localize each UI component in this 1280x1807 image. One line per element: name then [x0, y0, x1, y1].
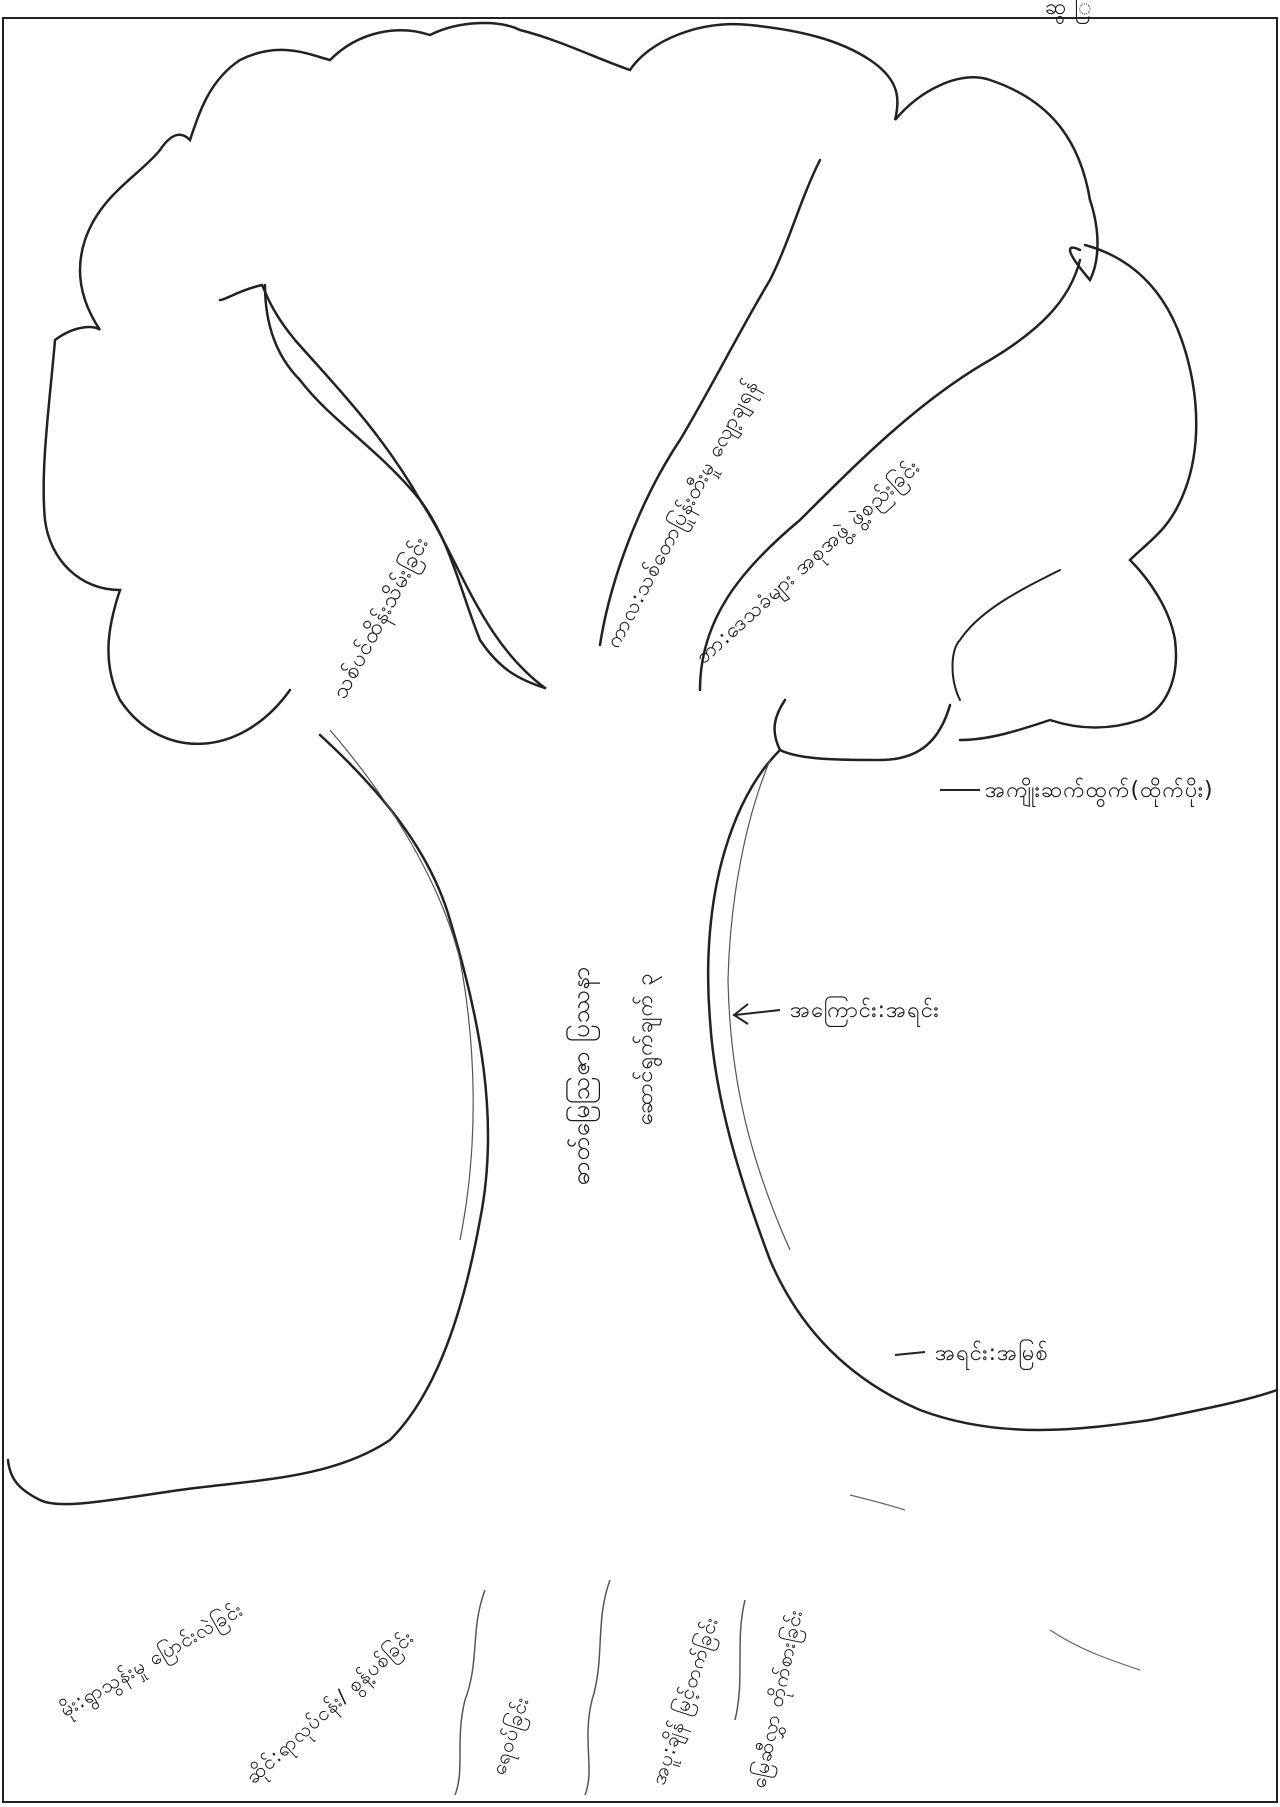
annotation-effects: အကျိုးဆက်ထွက်(ထိုက်ပိုး) [985, 775, 1214, 808]
root-line-5 [850, 1495, 905, 1510]
root-line-3 [735, 1600, 745, 1720]
pointer-line-3 [895, 1352, 925, 1355]
root-line-2 [585, 1580, 610, 1795]
annotation-root-cause: အရင်း:အမြစ် [935, 1338, 1049, 1371]
root-line-4 [1050, 1630, 1140, 1670]
page-border [3, 18, 1277, 1802]
root-line-1 [455, 1590, 485, 1795]
corner-note: ဆွ ြ ‌ ‌ ‌ ‌ ‌ ‌ [1045, 0, 1134, 25]
branch-right-lower [953, 570, 1061, 700]
trunk-title: ဓာတ်မြေဩဇာ ပြဿနာ [565, 966, 601, 1185]
trunk-shading-left [330, 730, 473, 1240]
pointer-line-2 [735, 1010, 780, 1015]
annotation-cause: အကြောင်း:အရင်း [790, 995, 940, 1028]
trunk-right-edge [708, 750, 1277, 1430]
trunk-subtitle: ဆောင်ရွက်ချက် ၃ [630, 972, 663, 1125]
trunk-shading-right [728, 760, 790, 1250]
branch-left [265, 285, 545, 688]
